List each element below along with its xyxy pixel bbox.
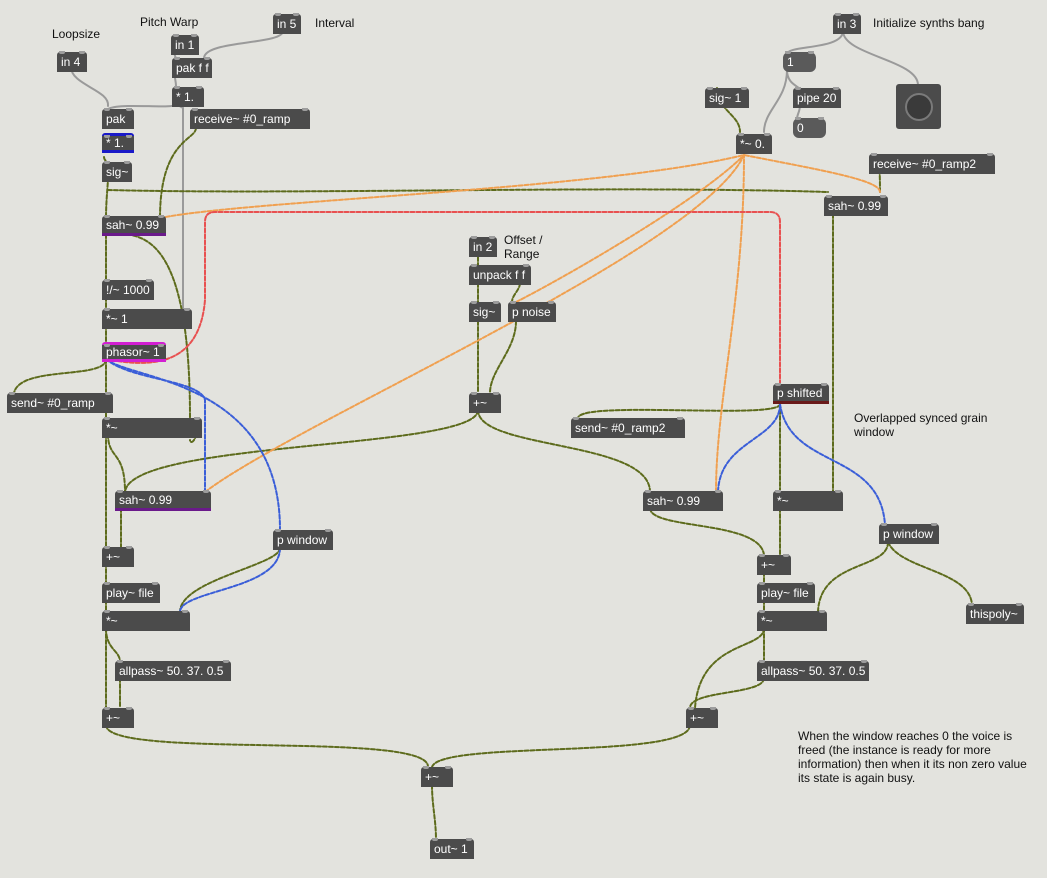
p-window-object-1[interactable]: p window <box>273 529 333 550</box>
p-window-object-2[interactable]: p window <box>879 523 939 544</box>
overlapped-label: Overlapped synced grain window <box>854 411 987 439</box>
pak-ff-object[interactable]: pak f f <box>172 57 212 78</box>
bang-ring-icon <box>905 93 933 121</box>
plus-signal-1-object[interactable]: +~ <box>102 546 134 567</box>
init-synths-label: Initialize synths bang <box>873 16 985 30</box>
sig-object-left[interactable]: sig~ <box>102 161 132 182</box>
output-sum-object[interactable]: +~ <box>421 766 453 787</box>
multiply-signal-2-object[interactable]: *~ <box>102 417 202 438</box>
divide-object[interactable]: !/~ 1000 <box>102 279 154 300</box>
voice-note-line1: When the window reaches 0 the voice is <box>798 729 1013 743</box>
multiply-signal-4-object[interactable]: *~ <box>773 490 843 511</box>
pitch-warp-label: Pitch Warp <box>140 15 199 29</box>
sah-object-3[interactable]: sah~ 0.99 <box>824 195 888 216</box>
multiply-signal-3-object[interactable]: *~ <box>102 610 190 631</box>
plus-signal-4-object[interactable]: +~ <box>757 554 791 575</box>
voice-note-line4: its state is again busy. <box>798 771 916 785</box>
multiply-signal-5-object[interactable]: *~ <box>757 610 827 631</box>
plus-signal-2-object[interactable]: +~ <box>102 707 134 728</box>
interval-label: Interval <box>315 16 355 30</box>
send-ramp2-object[interactable]: send~ #0_ramp2 <box>571 417 685 438</box>
message-0[interactable]: 0 <box>793 117 826 138</box>
phasor-object[interactable]: phasor~ 1 <box>102 342 166 362</box>
receive-ramp-object[interactable]: receive~ #0_ramp <box>190 108 310 129</box>
offset-range-line2: Range <box>504 247 540 261</box>
offset-range-line1: Offset / <box>504 233 543 247</box>
inlet-5-object[interactable]: in 5 <box>273 13 301 34</box>
message-1[interactable]: 1 <box>783 51 816 72</box>
offset-range-label: Offset / Range <box>504 233 542 261</box>
sah-object-2[interactable]: sah~ 0.99 <box>115 490 211 511</box>
play-file-object-2[interactable]: play~ file <box>757 582 815 603</box>
overlapped-line2: window <box>854 425 895 439</box>
inlet-1-object[interactable]: in 1 <box>171 34 199 55</box>
inlet-3-object[interactable]: in 3 <box>833 13 861 34</box>
allpass-object-1[interactable]: allpass~ 50. 37. 0.5 <box>115 660 231 681</box>
send-ramp-object[interactable]: send~ #0_ramp <box>7 392 113 413</box>
voice-note: When the window reaches 0 the voice is f… <box>798 729 1027 785</box>
p-noise-object[interactable]: p noise <box>508 301 556 322</box>
multiply-1-object[interactable]: * 1. <box>172 86 204 107</box>
receive-ramp2-object[interactable]: receive~ #0_ramp2 <box>869 153 995 174</box>
multiply-signal-1-object[interactable]: *~ 1 <box>102 308 192 329</box>
voice-note-line3: information) then when it its non zero v… <box>798 757 1027 771</box>
unpack-ff-object[interactable]: unpack f f <box>469 264 531 285</box>
out-1-object[interactable]: out~ 1 <box>430 838 474 859</box>
multiply-1b-object[interactable]: * 1. <box>102 133 134 153</box>
p-shifted-object[interactable]: p shifted <box>773 383 829 404</box>
sig-object-middle[interactable]: sig~ <box>469 301 501 322</box>
voice-note-line2: freed (the instance is ready for more <box>798 743 991 757</box>
pipe-20-object[interactable]: pipe 20 <box>793 87 841 108</box>
loopsize-label: Loopsize <box>52 27 101 41</box>
multiply-signal-0-object[interactable]: *~ 0. <box>736 133 772 154</box>
plus-signal-3-object[interactable]: +~ <box>469 392 501 413</box>
allpass-object-2[interactable]: allpass~ 50. 37. 0.5 <box>757 660 869 681</box>
sah-object-4[interactable]: sah~ 0.99 <box>643 490 723 511</box>
thispoly-object[interactable]: thispoly~ <box>966 603 1024 624</box>
plus-signal-5-object[interactable]: +~ <box>686 707 718 728</box>
play-file-object-1[interactable]: play~ file <box>102 582 160 603</box>
overlapped-line1: Overlapped synced grain <box>854 411 988 425</box>
inlet-2-object[interactable]: in 2 <box>469 236 497 257</box>
sah-object-1[interactable]: sah~ 0.99 <box>102 215 166 236</box>
sig-1-object[interactable]: sig~ 1 <box>705 87 749 108</box>
inlet-4-object[interactable]: in 4 <box>57 51 87 72</box>
pak-object[interactable]: pak <box>102 108 134 129</box>
initialize-bang-button[interactable] <box>896 84 941 129</box>
